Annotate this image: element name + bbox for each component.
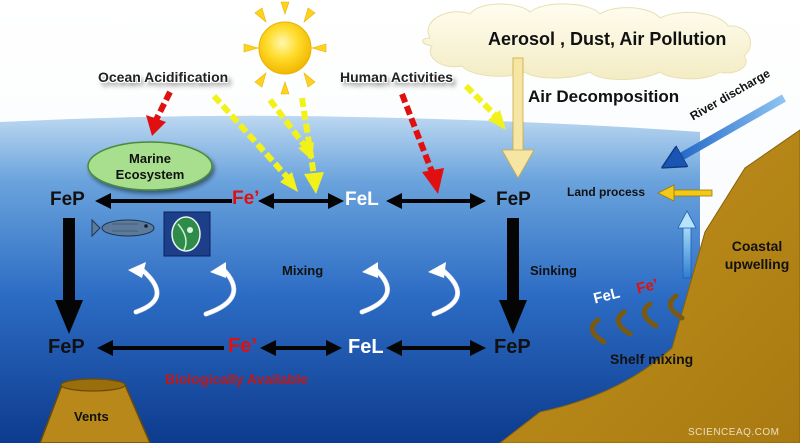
human-activities-label: Human Activities	[340, 69, 454, 85]
watermark: SCIENCEAQ.COM	[688, 427, 780, 438]
fel-deep: FeL	[348, 336, 384, 358]
mixing-arrow-3	[359, 262, 390, 315]
coastal-upwelling-label: Coastal upwelling	[724, 238, 790, 272]
acidification-yellow-arrow	[211, 93, 298, 192]
fe-prime-deep: Fe’	[228, 335, 257, 357]
mixing-arrow-2	[203, 262, 237, 317]
shelf-mixing-label: Shelf mixing	[610, 351, 694, 367]
sunlight-arrow-2	[299, 97, 324, 194]
sun-icon	[243, 1, 327, 95]
human-yellow-arrow	[463, 83, 506, 130]
aerosol-dust-air-pollution-label: Aerosol , Dust, Air Pollution	[488, 29, 727, 49]
marine-ecosystem-ellipse	[87, 141, 213, 191]
fel-surface: FeL	[345, 189, 379, 210]
ocean-acidification-label: Ocean Acidification	[98, 69, 229, 85]
vents-opening	[60, 378, 126, 392]
shelf-mixing-curls	[589, 293, 685, 345]
biologically-available-label: Biologically Available	[165, 371, 308, 387]
fish-icon	[91, 218, 155, 238]
vents-label: Vents	[74, 409, 109, 424]
coastal-land	[499, 129, 800, 443]
land-process-label: Land process	[567, 185, 646, 199]
air-decomposition-label: Air Decomposition	[528, 87, 680, 106]
ocean-water	[0, 115, 700, 443]
river-discharge-arrow	[672, 94, 786, 162]
plankton-image	[163, 211, 211, 257]
fep-deep-right: FeP	[494, 336, 531, 358]
aerosol-cloud	[422, 3, 751, 80]
air-decomposition-arrow	[501, 57, 535, 179]
mixing-arrow-4	[428, 262, 461, 317]
fep-surface-left: FeP	[50, 189, 85, 210]
marine-ecosystem-label: Marine Ecosystem	[115, 151, 185, 182]
sinking-arrow-left	[55, 218, 83, 334]
fep-surface-right: FeP	[496, 189, 531, 210]
coastal-upwelling-arrow	[677, 210, 697, 279]
sinking-label: Sinking	[530, 263, 577, 278]
fep-deep-left: FeP	[48, 336, 85, 358]
land-process-arrow	[657, 184, 713, 202]
mixing-label: Mixing	[282, 263, 324, 278]
sinking-arrow-right	[499, 218, 527, 334]
fe-prime-surface: Fe’	[232, 188, 260, 209]
ocean-acidification-arrow	[146, 90, 173, 136]
mixing-arrow-1	[128, 262, 160, 315]
human-activities-arrow	[399, 92, 444, 194]
